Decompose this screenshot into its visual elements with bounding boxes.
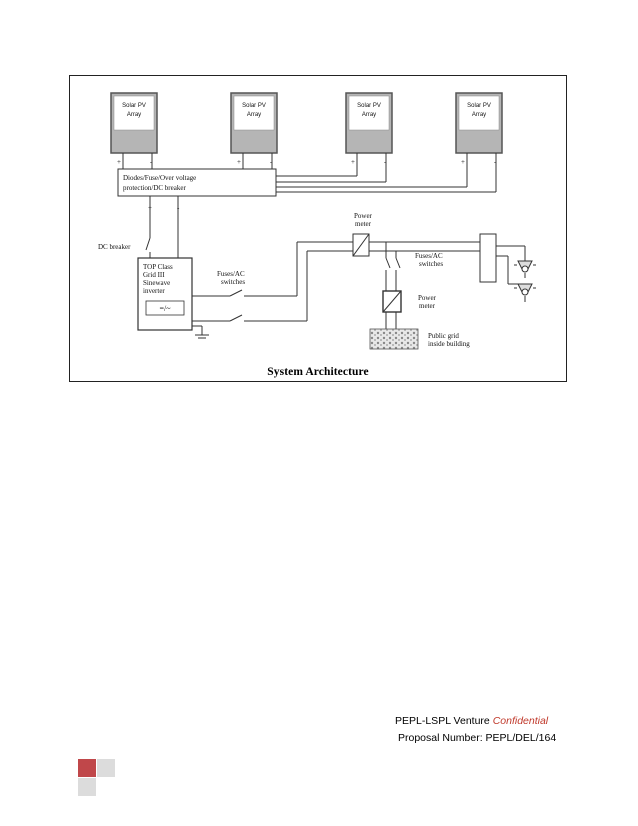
protection-box: Diodes/Fuse/Over voltage protection/DC b… (117, 168, 277, 197)
inverter-label-4: inverter (143, 287, 165, 295)
dc-breaker-label: DC breaker (98, 243, 131, 251)
footer-line-1: PEPL-LSPL Venture Confidential (395, 713, 556, 730)
power-meter-top-label: Power (354, 212, 373, 220)
grid-label: Public grid (428, 332, 459, 340)
lamp-1 (514, 260, 536, 278)
svg-text:+: + (117, 158, 121, 166)
system-architecture-diagram: Solar PV Array Solar PV Array Solar PV A… (98, 92, 536, 350)
venture-label: PEPL-LSPL Venture (395, 715, 493, 727)
figure-caption: System Architecture (267, 366, 369, 378)
svg-text:+: + (461, 158, 465, 166)
dc-minus-label: - (177, 204, 180, 212)
pv-array-1-label-2: Array (127, 112, 141, 118)
proposal-number: Proposal Number: PEPL/DEL/164 (398, 732, 557, 744)
power-meter-bottom: Power meter (382, 290, 437, 313)
pv-array-3-label-2: Array (362, 112, 376, 118)
protection-label: Diodes/Fuse/Over voltage (123, 174, 196, 182)
figure-frame: Solar PV Array Solar PV Array Solar PV A… (69, 75, 567, 382)
fuses-right-label: Fuses/AC (415, 252, 443, 260)
inverter-label-1: TOP Class (143, 263, 173, 271)
wiring (122, 153, 526, 339)
pv-array-4-label: Solar PV (467, 103, 491, 109)
power-meter-bottom-label: Power (418, 294, 437, 302)
decor-square-gray-right (97, 759, 115, 777)
distribution-box (479, 233, 497, 283)
pv-array-1: Solar PV Array (110, 92, 158, 154)
inverter-symbol: =/~ (159, 304, 171, 313)
lamp-2 (514, 283, 536, 302)
power-meter-top: Power meter (352, 212, 373, 257)
pv-terminals: + - + - + - + - (117, 158, 497, 166)
pv-array-2-label: Solar PV (242, 103, 266, 109)
pv-array-2-label-2: Array (247, 112, 261, 118)
pv-array-1-label: Solar PV (122, 103, 146, 109)
inverter-label-2: Grid III (143, 271, 165, 279)
confidential-label: Confidential (492, 715, 549, 727)
fuses-right-label-2: switches (419, 260, 443, 268)
footer: PEPL-LSPL Venture Confidential Proposal … (395, 713, 556, 747)
pv-array-3-label: Solar PV (357, 103, 381, 109)
fuses-left-label: Fuses/AC (217, 270, 245, 278)
pv-array-3: Solar PV Array (345, 92, 393, 154)
svg-text:+: + (237, 158, 241, 166)
power-meter-top-label-2: meter (355, 220, 372, 228)
inverter-label-3: Sinewave (143, 279, 170, 287)
dc-plus-label: + (148, 204, 152, 212)
power-meter-bottom-label-2: meter (419, 302, 436, 310)
grid-label-2: inside building (428, 340, 470, 348)
inverter-box: TOP Class Grid III Sinewave inverter =/~ (137, 257, 193, 331)
public-grid: Public grid inside building (369, 328, 470, 350)
pv-array-4-label-2: Array (472, 112, 486, 118)
pv-array-2: Solar PV Array (230, 92, 278, 154)
decor-square-red (78, 759, 96, 777)
fuses-left-label-2: switches (221, 278, 245, 286)
protection-label-2: protection/DC breaker (123, 184, 186, 192)
svg-text:+: + (351, 158, 355, 166)
pv-array-4: Solar PV Array (455, 92, 503, 154)
decor-square-gray-bottom (78, 778, 96, 796)
